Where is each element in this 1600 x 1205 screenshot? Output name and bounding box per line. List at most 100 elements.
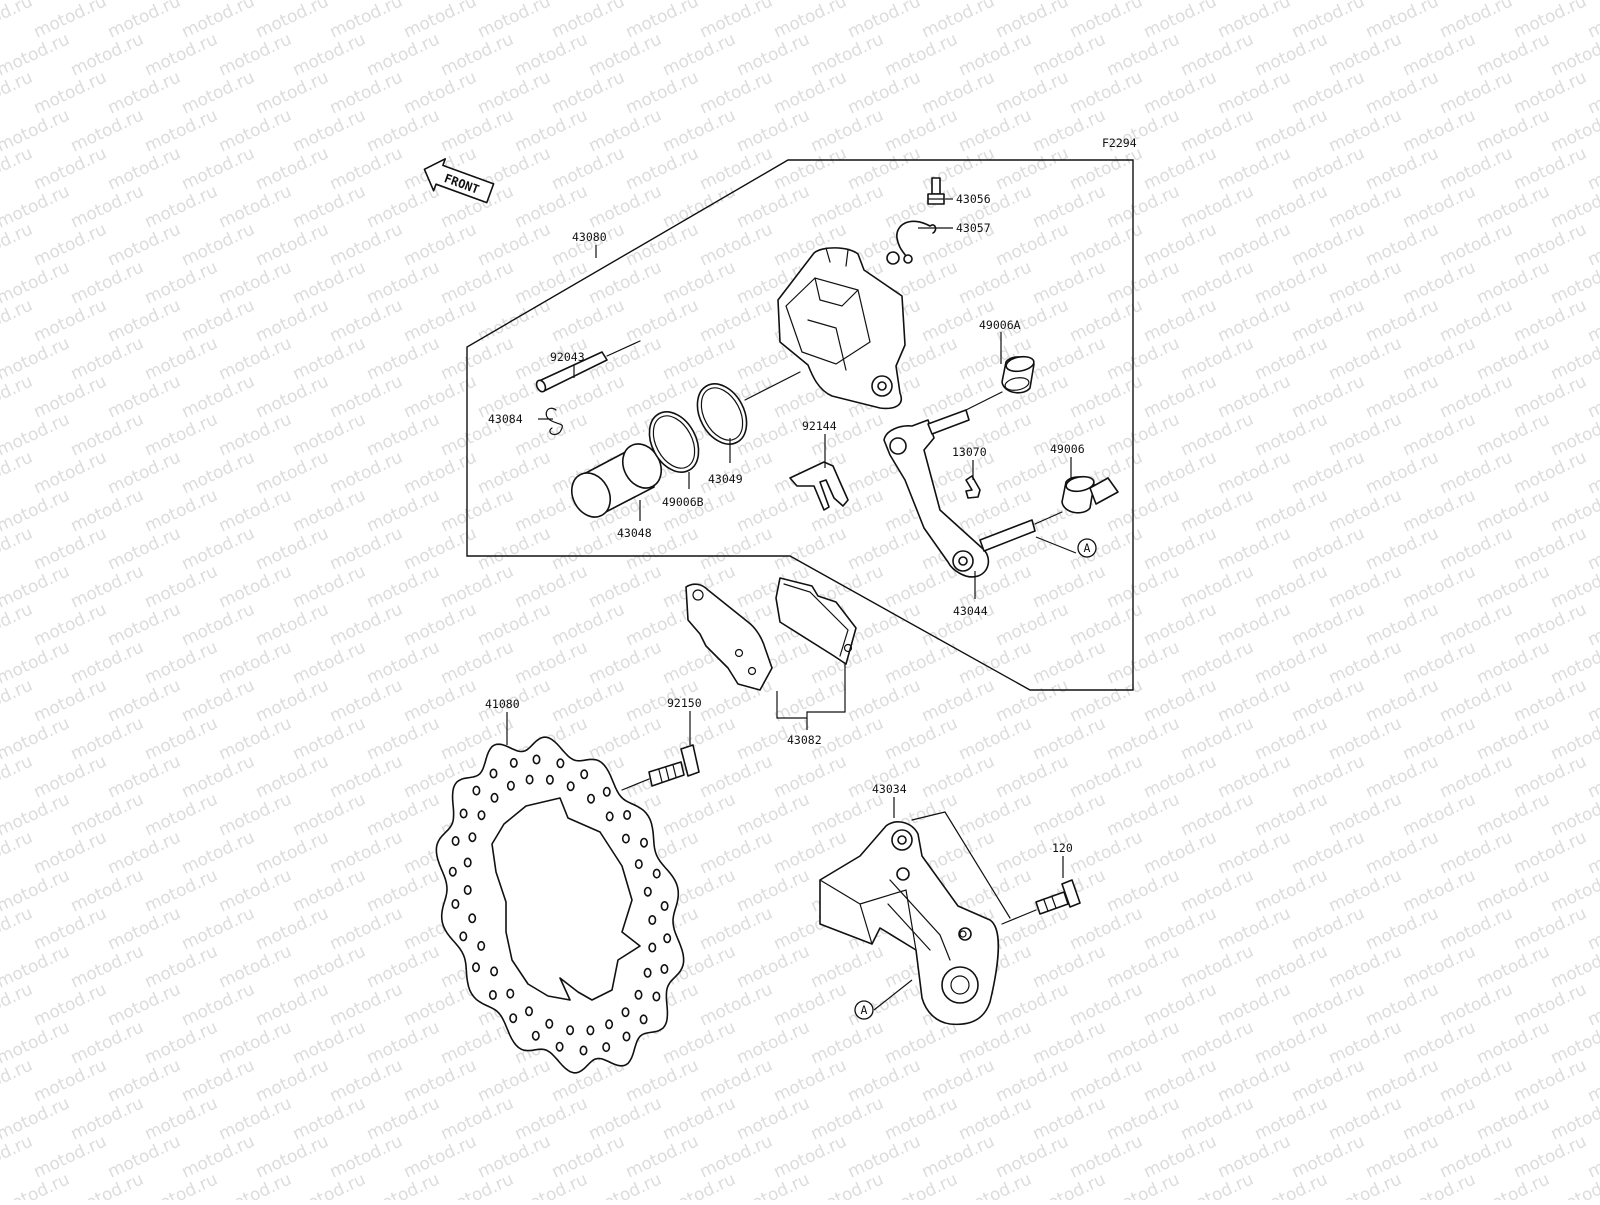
watermark-text: motod.ru xyxy=(512,1093,591,1144)
watermark-text: motod.ru xyxy=(253,675,332,726)
watermark-text: motod.ru xyxy=(1437,1055,1516,1106)
watermark-text: motod.ru xyxy=(734,29,813,80)
watermark-text: motod.ru xyxy=(808,409,887,460)
watermark-text: motod.ru xyxy=(1585,371,1600,422)
watermark-text: motod.ru xyxy=(1178,333,1257,384)
disc-hole xyxy=(660,900,669,911)
disc-hole xyxy=(602,786,611,797)
watermark-text: motod.ru xyxy=(956,713,1035,764)
watermark-text: motod.ru xyxy=(401,295,480,346)
watermark-text: motod.ru xyxy=(290,409,369,460)
pin-boot xyxy=(1061,475,1119,514)
leader-lines xyxy=(506,198,1077,1011)
watermark-text: motod.ru xyxy=(1474,29,1553,80)
watermark-text: motod.ru xyxy=(1141,1131,1220,1182)
watermark-text: motod.ru xyxy=(1585,979,1600,1030)
watermark-text: motod.ru xyxy=(512,257,591,308)
watermark-text: motod.ru xyxy=(845,0,924,43)
watermark-text: motod.ru xyxy=(1104,865,1183,916)
watermark-text: motod.ru xyxy=(438,1169,517,1200)
watermark-text: motod.ru xyxy=(1104,333,1183,384)
watermark-text: motod.ru xyxy=(475,67,554,118)
watermark-text: motod.ru xyxy=(142,333,221,384)
watermark-text: motod.ru xyxy=(623,1131,702,1182)
watermark-text: motod.ru xyxy=(401,1131,480,1182)
watermark-text: motod.ru xyxy=(327,1131,406,1182)
caliper-bracket xyxy=(883,409,1036,578)
watermark-text: motod.ru xyxy=(1289,979,1368,1030)
disc-hole xyxy=(566,1025,575,1036)
watermark-text: motod.ru xyxy=(1141,447,1220,498)
watermark-text: motod.ru xyxy=(1178,637,1257,688)
watermark-text: motod.ru xyxy=(253,1055,332,1106)
watermark-text: motod.ru xyxy=(1141,295,1220,346)
watermark-text: motod.ru xyxy=(216,865,295,916)
watermark-text: motod.ru xyxy=(1437,523,1516,574)
label-41080: 41080 xyxy=(485,697,520,711)
disc-hole xyxy=(648,942,657,953)
watermark-text: motod.ru xyxy=(179,1055,258,1106)
watermark-text: motod.ru xyxy=(327,295,406,346)
watermark-text: motod.ru xyxy=(364,713,443,764)
watermark-text: motod.ru xyxy=(68,1093,147,1144)
watermark-text: motod.ru xyxy=(1474,637,1553,688)
label-43034: 43034 xyxy=(872,782,907,796)
disc-hole xyxy=(621,1007,630,1018)
watermark-text: motod.ru xyxy=(919,0,998,43)
disc-hole xyxy=(468,913,477,924)
watermark-text: motod.ru xyxy=(68,713,147,764)
watermark-text: motod.ru xyxy=(216,1017,295,1068)
watermark-text: motod.ru xyxy=(956,637,1035,688)
watermark-text: motod.ru xyxy=(364,1017,443,1068)
watermark-text: motod.ru xyxy=(1030,105,1109,156)
disc-bolt xyxy=(621,744,700,791)
watermark-text: motod.ru xyxy=(1215,295,1294,346)
watermark-text: motod.ru xyxy=(1141,219,1220,270)
watermark-text: motod.ru xyxy=(1289,143,1368,194)
label-43057: 43057 xyxy=(956,221,991,235)
watermark-text: motod.ru xyxy=(1400,485,1479,536)
watermark-text: motod.ru xyxy=(882,1169,961,1200)
watermark-text: motod.ru xyxy=(105,523,184,574)
watermark-text: motod.ru xyxy=(1104,181,1183,232)
disc-hole xyxy=(605,1019,614,1030)
watermark-text: motod.ru xyxy=(364,29,443,80)
watermark-text: motod.ru xyxy=(586,637,665,688)
watermark-text: motod.ru xyxy=(660,105,739,156)
watermark-text: motod.ru xyxy=(401,675,480,726)
watermark-text: motod.ru xyxy=(623,1055,702,1106)
watermark-text: motod.ru xyxy=(771,143,850,194)
watermark-text: motod.ru xyxy=(1030,789,1109,840)
watermark-text: motod.ru xyxy=(31,903,110,954)
watermark-text: motod.ru xyxy=(1252,865,1331,916)
brake-pad-inner xyxy=(685,583,773,691)
watermark-text: motod.ru xyxy=(142,1017,221,1068)
watermark-text: motod.ru xyxy=(882,713,961,764)
watermark-text: motod.ru xyxy=(31,295,110,346)
watermark-text: motod.ru xyxy=(290,865,369,916)
disc-hole xyxy=(602,1042,611,1053)
watermark-text: motod.ru xyxy=(475,599,554,650)
watermark-text: motod.ru xyxy=(401,447,480,498)
watermark-text: motod.ru xyxy=(1511,979,1590,1030)
watermark-text: motod.ru xyxy=(660,485,739,536)
watermark-text: motod.ru xyxy=(623,143,702,194)
watermark-text: motod.ru xyxy=(216,561,295,612)
disc-hole xyxy=(490,792,499,803)
watermark-text: motod.ru xyxy=(327,979,406,1030)
watermark-text: motod.ru xyxy=(1141,675,1220,726)
watermark-text: motod.ru xyxy=(1400,333,1479,384)
watermark-text: motod.ru xyxy=(1141,143,1220,194)
label-92150: 92150 xyxy=(667,696,702,710)
disc-hole xyxy=(506,988,515,999)
watermark-text: motod.ru xyxy=(1289,751,1368,802)
watermark-text: motod.ru xyxy=(1067,903,1146,954)
watermark-text: motod.ru xyxy=(993,751,1072,802)
watermark-text: motod.ru xyxy=(1474,485,1553,536)
watermark-text: motod.ru xyxy=(253,599,332,650)
watermark-text: motod.ru xyxy=(771,1055,850,1106)
watermark-text: motod.ru xyxy=(1400,637,1479,688)
watermark-text: motod.ru xyxy=(1067,295,1146,346)
watermark-text: motod.ru xyxy=(1511,447,1590,498)
watermark-text: motod.ru xyxy=(1437,903,1516,954)
